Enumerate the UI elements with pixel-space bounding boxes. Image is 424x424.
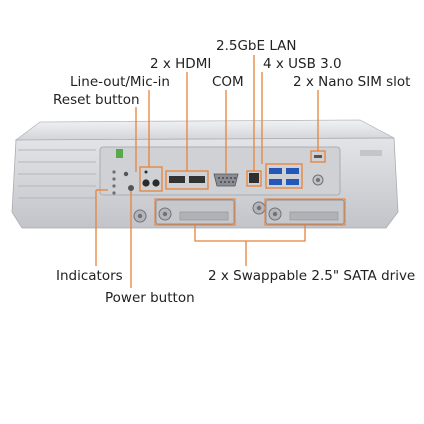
label-power: Power button [105,290,195,306]
label-usb: 4 x USB 3.0 [263,56,342,72]
indicator-leds [112,170,116,195]
power-button-knob [128,185,134,191]
chassis-fins [18,149,96,199]
label-com: COM [212,74,244,90]
callout-lines [95,55,319,288]
label-reset: Reset button [53,92,140,108]
label-sata: 2 x Swappable 2.5" SATA drive [208,268,416,284]
badge-icon [116,149,123,158]
reset-pinhole [123,171,129,177]
chassis-top [14,119,395,141]
com-port [213,173,239,187]
label-indicators: Indicators [56,268,123,284]
label-sim: 2 x Nano SIM slot [293,74,411,90]
usb-ports [265,163,303,189]
sata-bays [133,199,345,225]
audio-jacks [139,166,163,192]
label-hdmi: 2 x HDMI [150,56,212,72]
label-audio: Line-out/Mic-in [70,74,170,90]
brand-plate [360,150,382,156]
label-lan: 2.5GbE LAN [216,38,297,54]
